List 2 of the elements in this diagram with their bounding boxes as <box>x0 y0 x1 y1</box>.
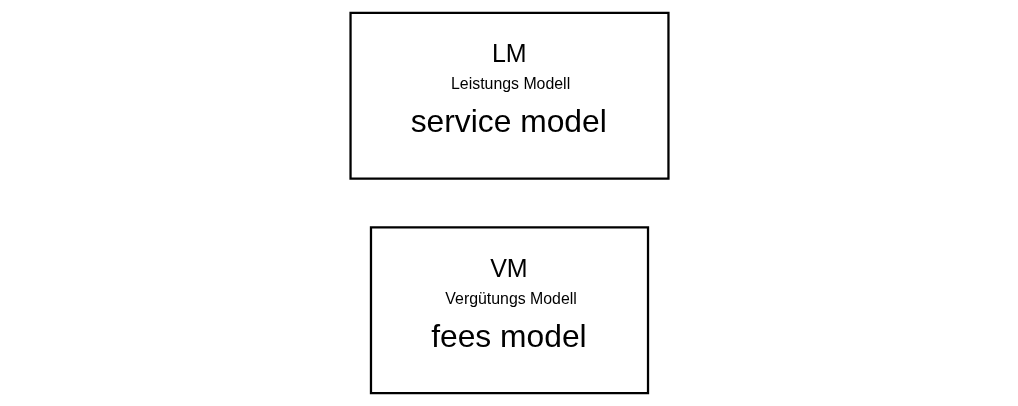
node-box: VM Vergütungs Modell fees model <box>369 226 649 395</box>
node-box: LM Leistungs Modell service model <box>348 11 670 180</box>
